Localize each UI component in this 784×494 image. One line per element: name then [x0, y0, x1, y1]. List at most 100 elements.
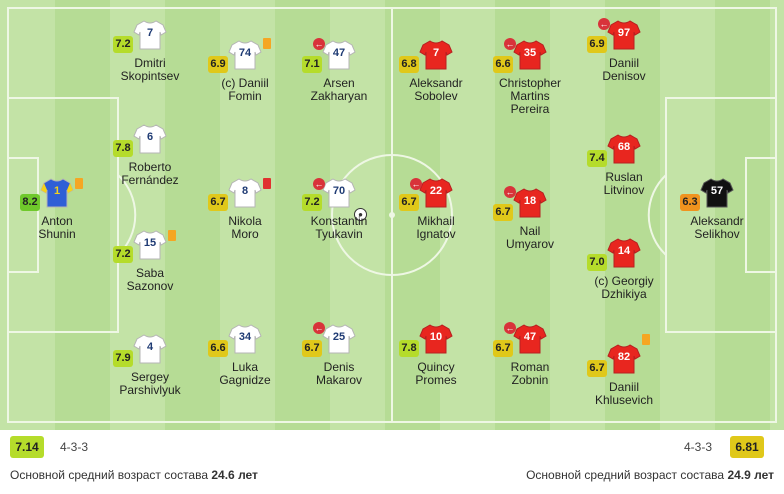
- shirt-number: 14: [617, 245, 631, 257]
- substitution-icon: ←: [504, 38, 516, 50]
- goal-ball-icon: ●: [354, 208, 367, 221]
- player-rating: 6.9: [208, 56, 228, 73]
- yellow-card-icon: [168, 230, 176, 241]
- away-age-label: Основной средний возраст состава: [526, 468, 725, 482]
- player-rating: 6.8: [399, 56, 419, 73]
- shirt-number: 15: [143, 237, 157, 249]
- away-average-age: Основной средний возраст состава 24.9 ле…: [526, 468, 774, 482]
- shirt-icon: [419, 324, 453, 354]
- player-rating: 6.3: [680, 194, 700, 211]
- shirt-number: 10: [429, 331, 443, 343]
- shirt-icon: [133, 20, 167, 50]
- shirt-number: 18: [523, 195, 537, 207]
- player-rating: 7.4: [587, 150, 607, 167]
- substitution-icon: ←: [313, 322, 325, 334]
- yellow-card-icon: [642, 334, 650, 345]
- red-card-icon: [263, 178, 271, 189]
- shirt-number: 22: [429, 185, 443, 197]
- shirt-icon: [607, 344, 641, 374]
- player-rating: 6.9: [587, 36, 607, 53]
- shirt-icon: [322, 40, 356, 70]
- team-age-row: Основной средний возраст состава 24.6 ле…: [0, 464, 784, 488]
- yellow-card-icon: [263, 38, 271, 49]
- player-rating: 8.2: [20, 194, 40, 211]
- player-rating: 7.8: [399, 340, 419, 357]
- substitution-icon: ←: [504, 186, 516, 198]
- player-rating: 7.2: [113, 246, 133, 263]
- shirt-number: 68: [617, 141, 631, 153]
- team-ratings-row: 7.14 4-3-3 4-3-3 6.81: [0, 436, 784, 460]
- shirt-icon: [40, 178, 74, 208]
- home-age-value: 24.6 лет: [211, 468, 258, 482]
- substitution-icon: ←: [504, 322, 516, 334]
- shirt-number: 7: [146, 27, 154, 39]
- shirt-icon: [133, 230, 167, 260]
- substitution-icon: ←: [410, 178, 422, 190]
- shirt-icon: [133, 334, 167, 364]
- shirt-number: 70: [332, 185, 346, 197]
- shirt-number: 82: [617, 351, 631, 363]
- shirt-number: 47: [523, 331, 537, 343]
- player-rating: 7.9: [113, 350, 133, 367]
- player-rating: 6.7: [399, 194, 419, 211]
- player-rating: 6.7: [587, 360, 607, 377]
- shirt-icon: [228, 40, 262, 70]
- shirt-number: 97: [617, 27, 631, 39]
- yellow-card-icon: [75, 178, 83, 189]
- player-rating: 7.2: [113, 36, 133, 53]
- away-age-value: 24.9 лет: [727, 468, 774, 482]
- away-team-rating: 6.81: [730, 436, 764, 458]
- shirt-icon: [419, 40, 453, 70]
- shirt-number: 34: [238, 331, 252, 343]
- shirt-icon: [700, 178, 734, 208]
- shirt-icon: [228, 324, 262, 354]
- substitution-icon: ←: [313, 38, 325, 50]
- shirt-icon: [607, 238, 641, 268]
- home-average-age: Основной средний возраст состава 24.6 ле…: [10, 468, 258, 482]
- home-age-label: Основной средний возраст состава: [10, 468, 209, 482]
- shirt-icon: [133, 124, 167, 154]
- shirt-icon: [513, 324, 547, 354]
- shirt-number: 1: [53, 185, 61, 197]
- player-rating: 6.6: [493, 56, 513, 73]
- shirt-icon: [419, 178, 453, 208]
- shirt-number: 4: [146, 341, 154, 353]
- shirt-number: 6: [146, 131, 154, 143]
- away-formation: 4-3-3: [684, 440, 713, 454]
- shirt-icon: [322, 178, 356, 208]
- player-rating: 6.7: [208, 194, 228, 211]
- shirt-icon: [607, 20, 641, 50]
- substitution-icon: ←: [598, 18, 610, 30]
- shirt-icon: [513, 40, 547, 70]
- shirt-number: 8: [241, 185, 249, 197]
- shirt-icon: [513, 188, 547, 218]
- shirt-number: 47: [332, 47, 346, 59]
- player-rating: 6.6: [208, 340, 228, 357]
- shirt-number: 25: [332, 331, 346, 343]
- pitch-lines: [7, 7, 777, 423]
- player-rating: 7.8: [113, 140, 133, 157]
